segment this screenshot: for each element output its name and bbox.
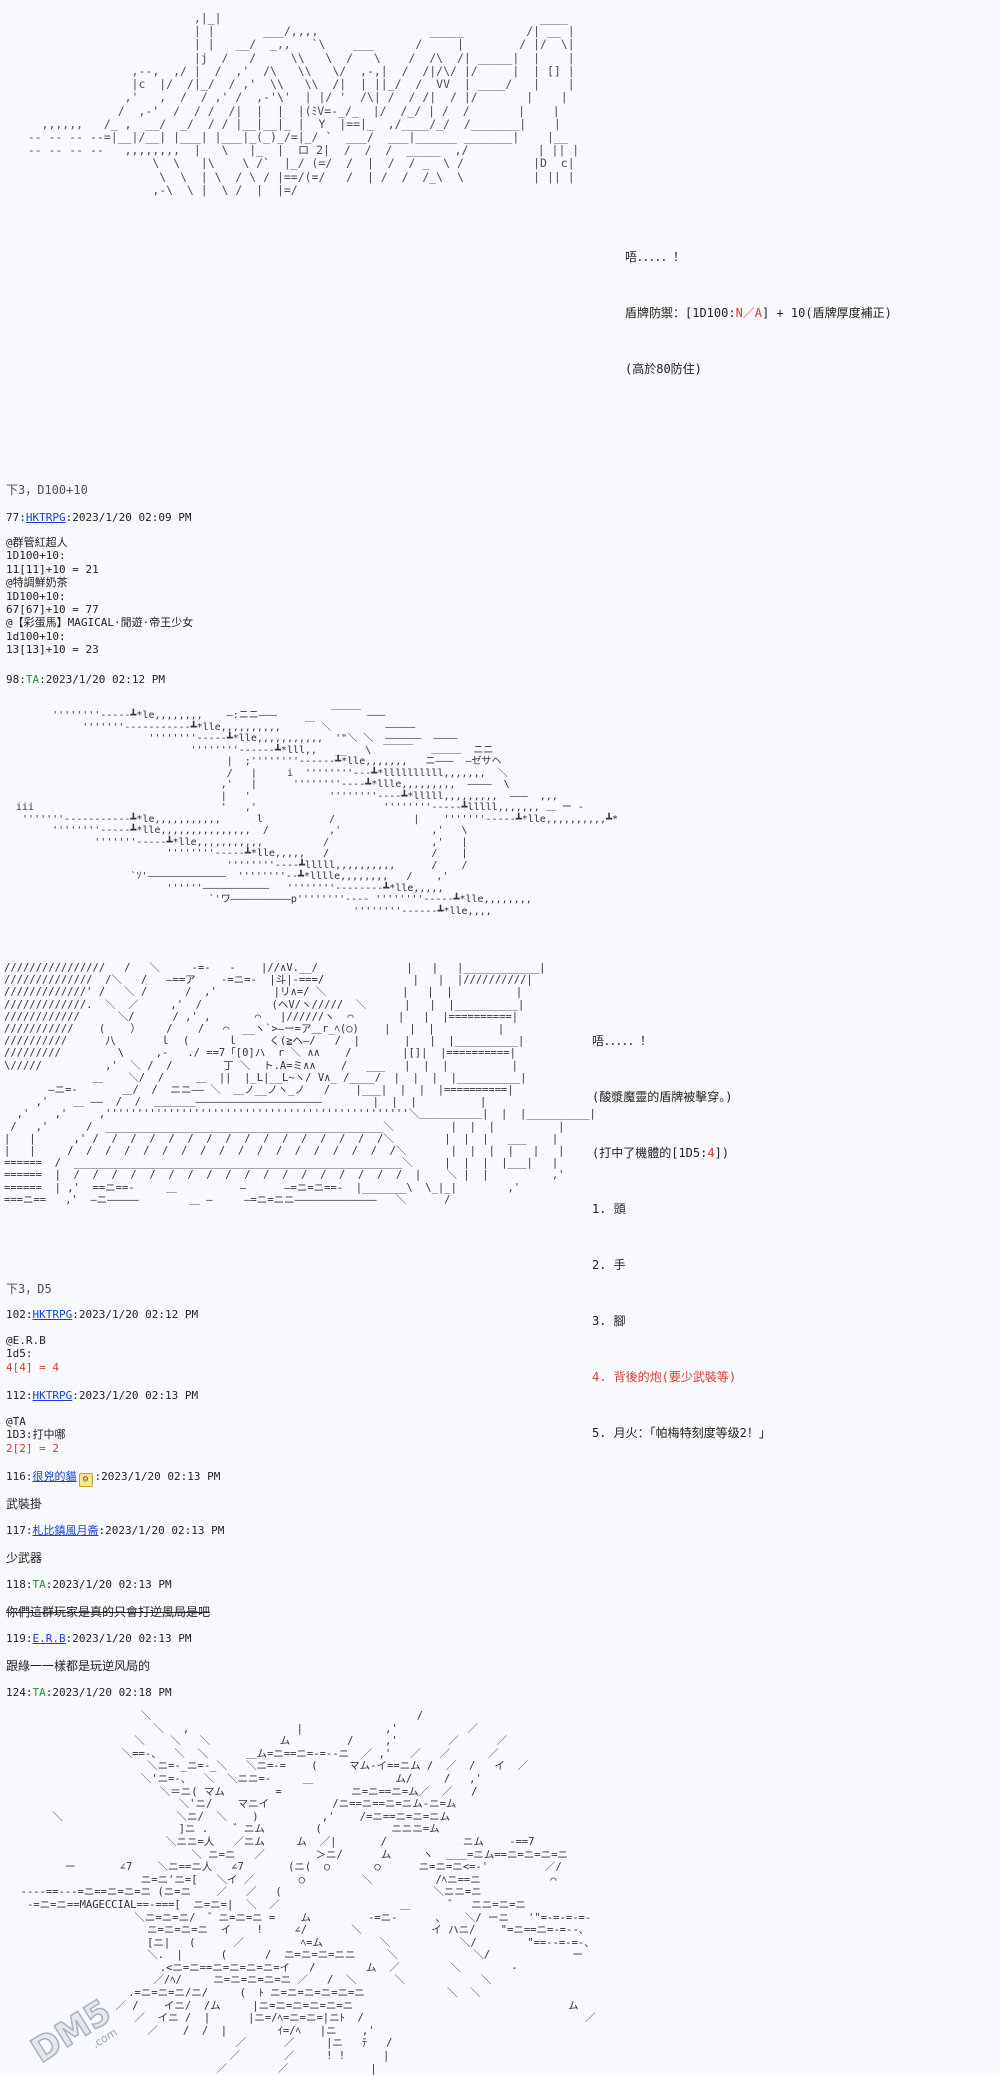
user-link-erb[interactable]: E.R.B (32, 1632, 66, 1645)
panel3-line2: (酸漿魔靈的盾牌被擊穿。) (592, 1090, 733, 1104)
post-102-body: @E.R.B 1d5: (6, 1334, 46, 1361)
post-102-result: 4[4] = 4 (6, 1361, 59, 1374)
option-back-cannon: 4. 背後的炮(要少武裝等) (592, 1370, 737, 1384)
dice-result-na: N／A (735, 306, 763, 320)
user-link-zabi[interactable]: 札比鎮風月斋 (32, 1524, 99, 1537)
ascii-art-explosion: ＼ / ＼ , | ,' ／ ＼ ＼ ＼ ム / ,' ／ ／ (20, 1710, 596, 2075)
panel1-text: 唔．．．．．！ 盾牌防禦：[1D100:N／A] + 10(盾牌厚度補正) (高… (625, 222, 892, 390)
panel1-line1: 唔．．．．．！ (625, 250, 686, 264)
post-124-header: 124:TA:2023/1/20 02:18 PM (6, 1686, 172, 1699)
ascii-art-speedlines: ''''''''-----┻*le,,,,,,,, ―:ニニ――― ￣￣￣ ――… (16, 710, 619, 917)
post-102-header: 102:HKTRPG:2023/1/20 02:12 PM (6, 1308, 199, 1321)
user-link-cat[interactable]: 很兇的貓 (32, 1470, 77, 1483)
user-name-ta: TA (32, 1686, 46, 1699)
ascii-art-mecha-hit: //////////////// / ＼ -=- - |//∧V.__/ | |… (4, 962, 596, 1206)
post-118-body: 你們這群玩家是真的只會打逆風局是吧 (6, 1605, 211, 1619)
option-leg: 3. 腳 (592, 1314, 626, 1328)
panel3-line3: (打中了機體的[1D5:4]) (592, 1146, 730, 1160)
post-112-result: 2[2] = 2 (6, 1442, 59, 1455)
header-d5: 下3，D5 (6, 1282, 52, 1296)
dice-result-hit: 4 (707, 1146, 715, 1160)
post-119-header: 119:E.R.B:2023/1/20 02:13 PM (6, 1632, 192, 1645)
user-link-hktrpg[interactable]: HKTRPG (32, 1308, 73, 1321)
dm5-watermark-logo: DM5 .com (24, 1991, 120, 2070)
post-117-header: 117:札比鎮風月斋:2023/1/20 02:13 PM (6, 1524, 225, 1537)
option-moonfire: 5. 月火：「帕梅特刻度等级2！」 (592, 1426, 771, 1440)
ascii-art-mecha: ,|_| ____ | | ___/,,,, _____ /| __ | | |… (4, 11, 892, 2075)
post-117-body: 少武器 (6, 1551, 43, 1565)
option-head: 1. 頭 (592, 1202, 626, 1216)
panel1-line2: 盾牌防禦：[1D100:N／A] + 10(盾牌厚度補正) (625, 306, 892, 320)
user-link-hktrpg[interactable]: HKTRPG (25, 511, 66, 524)
post-116-header: 116:很兇的貓☺:2023/1/20 02:13 PM (6, 1470, 221, 1487)
post-77-body: @群管紅超人 1D100+10: 11[11]+10 = 21 @特調鮮奶茶 1… (6, 536, 194, 657)
post-116-body: 武裝掛 (6, 1497, 43, 1511)
panel3-line1: 唔．．．．．！ (592, 1034, 653, 1048)
post-98-header: 98:TA:2023/1/20 02:12 PM (6, 673, 165, 686)
header-d100: 下3，D100+10 (6, 483, 88, 497)
post-118-header: 118:TA:2023/1/20 02:13 PM (6, 1578, 172, 1591)
user-name-ta: TA (25, 673, 40, 686)
post-77-header: 77:HKTRPG:2023/1/20 02:09 PM (6, 511, 192, 524)
user-badge-icon: ☺ (78, 1473, 93, 1487)
post-119-body: 跟綠一一樣都是玩逆风局的 (6, 1659, 151, 1673)
post-112-header: 112:HKTRPG:2023/1/20 02:13 PM (6, 1389, 199, 1402)
user-name-ta: TA (32, 1578, 46, 1591)
option-hand: 2. 手 (592, 1258, 626, 1272)
panel3-text: 唔．．．．．！ (酸漿魔靈的盾牌被擊穿。) (打中了機體的[1D5:4]) 1.… (592, 1006, 771, 1454)
user-link-hktrpg[interactable]: HKTRPG (32, 1389, 73, 1402)
post-112-body: @TA 1D3:打中哪 (6, 1415, 66, 1442)
panel1-line3: (高於80防住) (625, 362, 702, 376)
